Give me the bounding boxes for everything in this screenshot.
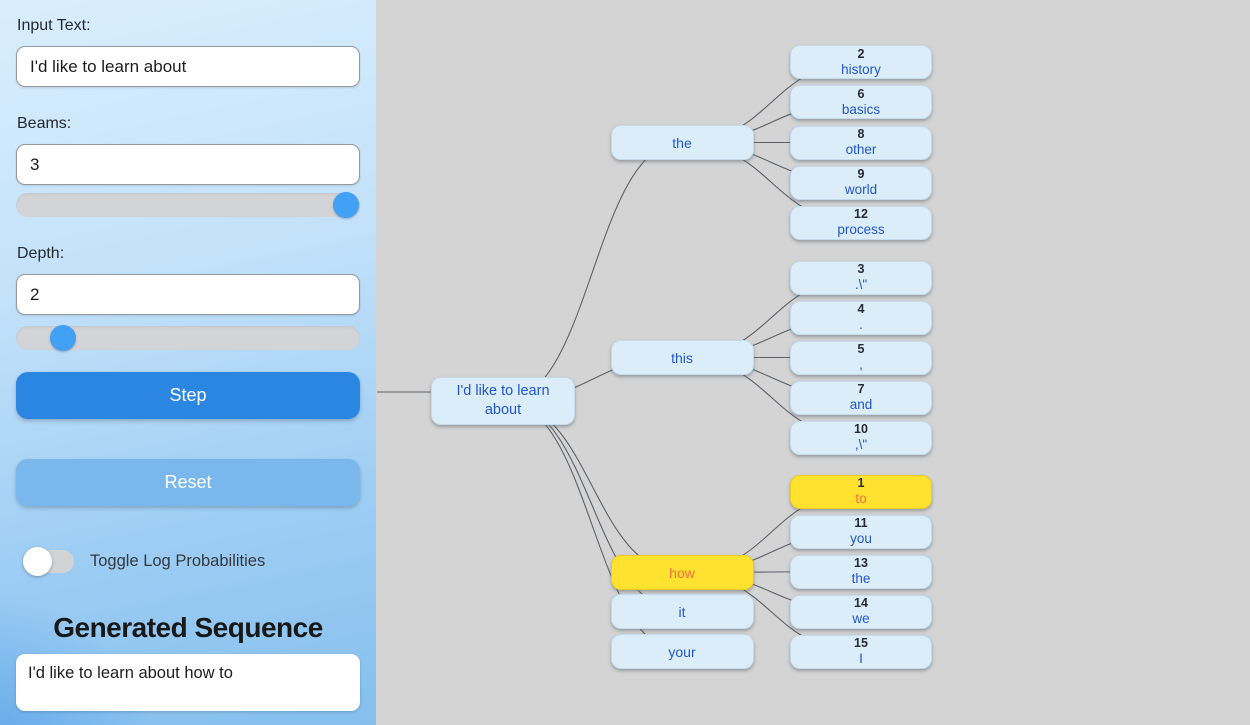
node-word: the <box>851 571 871 586</box>
node-rank: 10 <box>854 422 868 436</box>
tree-edge <box>502 400 683 574</box>
node-word: it <box>678 603 686 620</box>
node-word: world <box>844 182 878 197</box>
tree-node-how[interactable]: how <box>610 555 754 590</box>
node-word: . <box>859 317 863 332</box>
tree-node-10-comma-quote[interactable]: 10,\" <box>790 420 932 455</box>
node-word: process <box>837 222 885 237</box>
beams-field[interactable] <box>16 144 360 185</box>
node-rank: 4 <box>857 302 865 316</box>
depth-slider-thumb[interactable] <box>50 325 76 351</box>
reset-button[interactable]: Reset <box>16 459 360 506</box>
step-button[interactable]: Step <box>16 372 360 419</box>
beams-slider[interactable] <box>16 192 360 218</box>
tree-node-4-period[interactable]: 4. <box>790 300 932 335</box>
beams-slider-thumb[interactable] <box>333 192 359 218</box>
node-rank: 13 <box>854 556 868 570</box>
node-rank: 15 <box>854 636 868 650</box>
input-text-label: Input Text: <box>17 17 91 34</box>
node-word: your <box>668 643 696 660</box>
node-rank: 9 <box>857 167 865 181</box>
depth-slider[interactable] <box>16 325 360 351</box>
log-probabilities-toggle[interactable] <box>23 547 74 576</box>
tree-node-it[interactable]: it <box>610 594 754 629</box>
node-word: to <box>855 491 867 506</box>
node-word: basics <box>841 101 881 117</box>
tree-node-3-period-quote[interactable]: 3.\" <box>790 260 932 295</box>
node-word: the <box>672 134 692 151</box>
node-rank: 5 <box>857 342 865 356</box>
depth-field[interactable] <box>16 274 360 315</box>
input-text-field[interactable] <box>16 46 360 87</box>
beams-label: Beams: <box>17 115 72 132</box>
node-word: about <box>484 402 522 418</box>
node-word: I'd like to learn <box>456 383 550 399</box>
node-word: .\" <box>854 277 868 292</box>
toggle-label: Toggle Log Probabilities <box>90 552 266 570</box>
node-rank: 6 <box>857 86 865 101</box>
node-rank: 8 <box>857 127 865 141</box>
tree-node-5-comma[interactable]: 5, <box>790 340 932 375</box>
node-word: we <box>852 611 870 626</box>
node-word: ,\" <box>854 437 868 452</box>
node-word: , <box>859 357 863 372</box>
node-word: you <box>850 531 872 546</box>
node-word: other <box>845 142 877 157</box>
tree-node-root[interactable]: I'd like to learn about <box>431 377 575 425</box>
node-rank: 7 <box>857 382 865 396</box>
control-sidebar: Input Text: Beams: Depth: Step Reset Tog… <box>0 0 376 725</box>
tree-node-the[interactable]: the <box>610 125 754 160</box>
generated-sequence-field[interactable]: I'd like to learn about how to <box>16 654 360 711</box>
node-rank: 2 <box>857 46 865 61</box>
node-rank: 3 <box>857 262 865 276</box>
depth-label: Depth: <box>17 245 65 262</box>
node-word: and <box>849 397 873 412</box>
node-word: history <box>841 61 881 77</box>
toggle-knob[interactable] <box>23 547 52 576</box>
generated-sequence-heading: Generated Sequence <box>53 612 323 643</box>
node-word: this <box>671 349 693 366</box>
tree-node-this[interactable]: this <box>610 340 754 375</box>
node-rank: 1 <box>857 476 865 490</box>
tree-node-your[interactable]: your <box>610 634 754 669</box>
node-rank: 12 <box>854 207 868 221</box>
node-rank: 11 <box>854 516 868 530</box>
node-rank: 14 <box>854 596 868 610</box>
node-word: how <box>669 564 695 581</box>
node-word: I <box>859 651 863 666</box>
